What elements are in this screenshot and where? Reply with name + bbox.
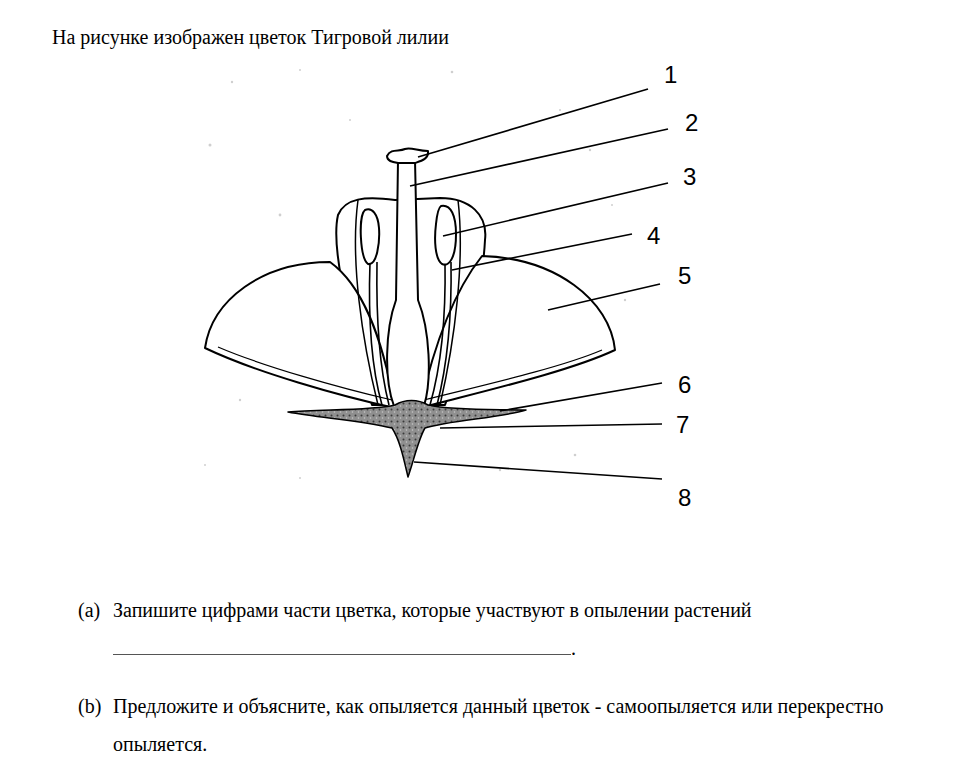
callout-number: 3 xyxy=(683,163,696,191)
callout-number: 4 xyxy=(647,222,660,250)
callout-number: 8 xyxy=(678,484,691,512)
question-marker: (a) xyxy=(78,591,100,629)
background-speckles xyxy=(204,69,626,479)
callout-number: 1 xyxy=(664,61,677,89)
question-text-block: Запишите цифрами части цветка, которые у… xyxy=(113,591,778,667)
punctuation: . xyxy=(571,637,576,659)
flower-drawing xyxy=(205,148,615,477)
question-text: Предложите и объясните, как опыляется да… xyxy=(113,687,933,763)
answer-blank xyxy=(113,634,571,655)
leader-lines xyxy=(410,89,668,479)
page-title: На рисунке изображен цветок Тигровой лил… xyxy=(52,18,449,56)
callout-number: 2 xyxy=(685,109,698,137)
callout-number: 5 xyxy=(678,262,691,290)
question-marker: (b) xyxy=(78,687,101,725)
callout-number: 6 xyxy=(678,371,691,399)
question-text: Запишите цифрами части цветка, которые у… xyxy=(113,599,752,621)
callout-number: 7 xyxy=(676,411,689,439)
